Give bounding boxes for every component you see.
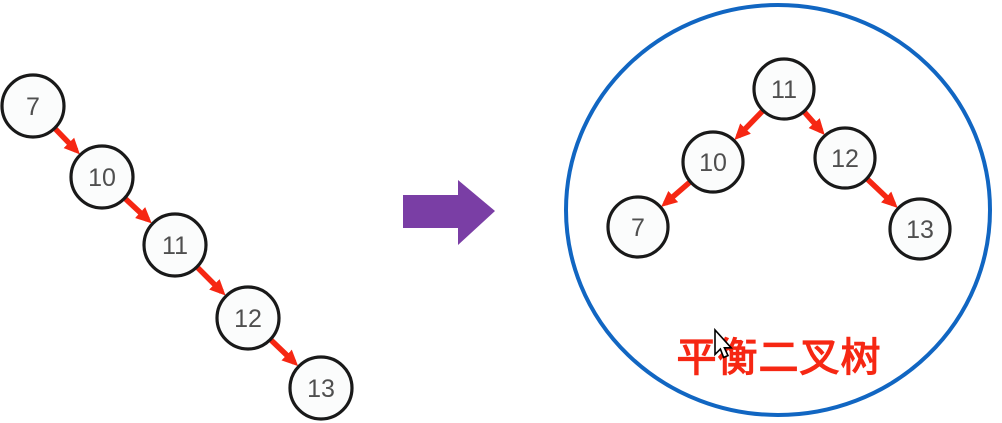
tree-node-7 xyxy=(0,73,66,139)
tree-node-13 xyxy=(288,355,354,421)
mouse-cursor-icon xyxy=(714,327,734,359)
unbalanced-tree-group: 7 10 11 12 13 xyxy=(0,73,354,421)
tree-node-12 xyxy=(215,285,281,351)
tree-node-13 xyxy=(888,197,952,261)
tree-node-11 xyxy=(752,57,816,121)
tree-node-11 xyxy=(142,212,208,278)
tree-edge-arrow-12-13 xyxy=(269,338,299,367)
tree-edge-arrow-11-12 xyxy=(195,265,226,296)
tree-node-label-7: 7 xyxy=(26,93,40,121)
tree-node-label-13: 13 xyxy=(906,216,934,244)
tree-node-label-11: 11 xyxy=(771,76,797,104)
tree-node-label-11: 11 xyxy=(162,232,188,260)
tree-node-label-12: 12 xyxy=(831,145,859,173)
tree-edge-arrow-12-13 xyxy=(865,177,898,208)
tree-edge-arrow-11-12 xyxy=(802,110,825,135)
balanced-tree-boundary-circle xyxy=(564,3,992,417)
tree-node-10 xyxy=(69,144,135,210)
tree-node-label-12: 12 xyxy=(234,305,262,333)
tree-node-label-10: 10 xyxy=(88,164,116,192)
tree-node-10 xyxy=(681,130,745,194)
transform-arrow-icon xyxy=(403,180,495,245)
balanced-tree-caption: 平衡二叉树 xyxy=(677,336,882,380)
tree-edge-arrow-10-11 xyxy=(123,196,152,224)
tree-node-12 xyxy=(813,126,877,190)
tree-node-7 xyxy=(606,195,670,259)
tree-node-label-13: 13 xyxy=(307,375,335,403)
tree-node-label-10: 10 xyxy=(699,149,727,177)
tree-edge-arrow-10-7 xyxy=(661,180,692,207)
tree-edge-arrow-11-10 xyxy=(734,109,765,141)
tree-edge-arrow-7-10 xyxy=(53,126,80,155)
tree-node-label-7: 7 xyxy=(631,214,645,242)
balanced-tree-group: 11 10 12 7 13 xyxy=(606,57,952,261)
